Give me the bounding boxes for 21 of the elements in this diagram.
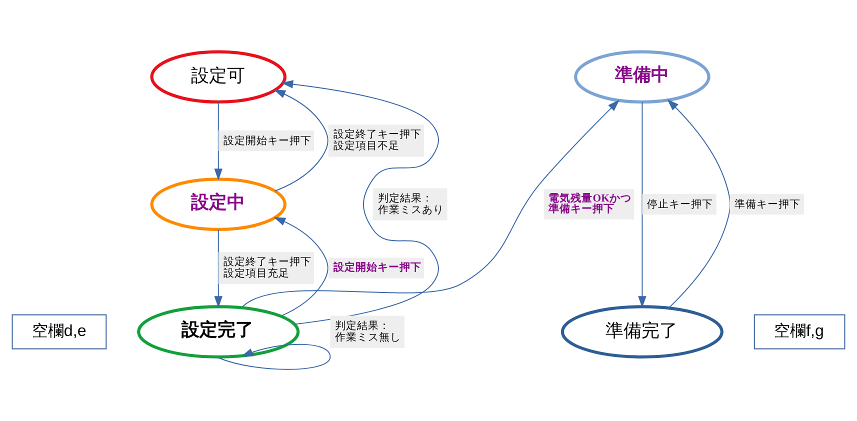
arrow: [281, 80, 439, 325]
arrow: [214, 102, 223, 180]
arrow: [667, 99, 731, 308]
edge-label: 設定開始キー押下: [333, 261, 422, 274]
edge-label: 準備キー押下: [734, 198, 801, 211]
node-ellipse: 準備完了: [560, 305, 724, 358]
edge-label: 設定終了キー押下設定項目充足: [223, 256, 312, 280]
edge-label: 判定結果：作業ミス無し: [335, 320, 402, 344]
edge-label: 電気残量OKかつ準備キー押下: [548, 192, 632, 216]
arrow: [274, 90, 328, 192]
node-box: 空欄d,e: [12, 314, 107, 350]
edge-label: 設定終了キー押下設定項目不足: [333, 128, 422, 152]
arrow: [214, 229, 223, 308]
arrow: [242, 100, 620, 308]
arrow: [274, 217, 328, 317]
arrow: [638, 102, 646, 308]
node-ellipse: 準備中: [574, 50, 710, 104]
edge-label: 判定結果：作業ミスあり: [378, 192, 444, 216]
edge-label: 設定開始キー押下: [223, 134, 312, 147]
node-box: 空欄f,g: [754, 314, 846, 350]
edge-label: 停止キー押下: [647, 198, 714, 211]
